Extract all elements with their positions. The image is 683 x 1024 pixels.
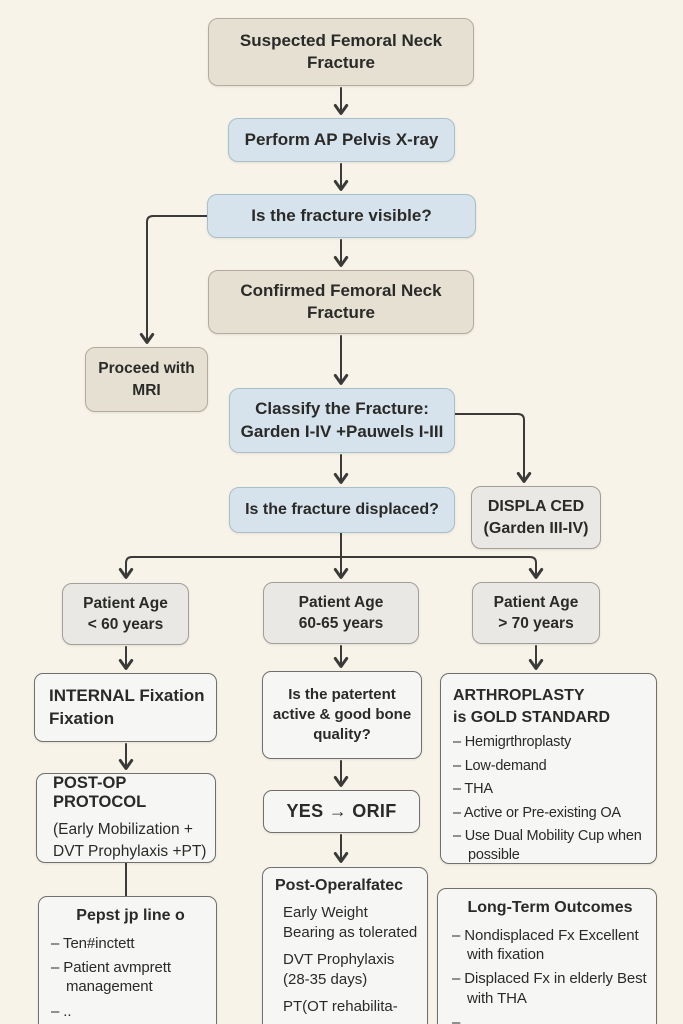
node-displaced-label: DISPLA CED (Garden III-IV) xyxy=(471,486,601,549)
node-label: Is the fracture displaced? xyxy=(245,501,439,519)
node-title: Pepst jp line o xyxy=(76,907,185,924)
node-label: MRI xyxy=(132,381,161,399)
node-label: Patient Age xyxy=(83,594,168,612)
node-title: ARTHROPLASTY xyxy=(453,687,585,704)
arrow-branch-to-age-under-60 xyxy=(118,556,342,579)
list-item: DVT Prophylaxis (28-35 days) xyxy=(283,951,395,988)
node-arthroplasty: ARTHROPLASTY is GOLD STANDARD – Hemigrth… xyxy=(440,673,657,864)
list-item: – xyxy=(452,1013,461,1024)
list-item: PT(OT rehabilita- xyxy=(283,998,398,1015)
node-label: 60-65 years xyxy=(298,615,384,632)
node-label: Is the fracture visible? xyxy=(251,205,432,225)
arrow-visible-to-mri xyxy=(139,215,208,344)
node-bone-quality-question: Is the patertent active & good bone qual… xyxy=(262,671,422,759)
node-internal-fixation: INTERNAL Fixation Fixation xyxy=(34,673,217,742)
node-label: Proceed with xyxy=(98,360,195,378)
node-label: > 70 years xyxy=(498,615,574,632)
node-title: Post-Operalfatec xyxy=(275,877,404,894)
list-item: – Nondisplaced Fx Excellent with fixatio… xyxy=(452,927,639,964)
node-proceed-mri: Proceed with MRI xyxy=(85,347,208,412)
node-title: Long-Term Outcomes xyxy=(467,899,633,916)
node-age-under-60: Patient Age < 60 years xyxy=(62,583,189,645)
node-fracture-visible: Is the fracture visible? xyxy=(207,194,476,238)
node-label: Fracture xyxy=(306,53,376,72)
node-long-term-outcomes: Long-Term Outcomes – Nondisplaced Fx Exc… xyxy=(437,888,657,1024)
node-label: DISPLA CED xyxy=(487,497,585,515)
list-item: – .. xyxy=(51,1002,72,1020)
node-label: INTERNAL Fixation xyxy=(49,686,205,706)
node-label: Fixation xyxy=(49,708,115,728)
node-label: active & good bone xyxy=(272,706,412,724)
node-label: Perform AP Pelvis X-ray xyxy=(244,129,439,149)
node-label: Fracture xyxy=(306,303,376,322)
node-age-60-65: Patient Age 60-65 years xyxy=(263,582,419,644)
node-label: DVT Prophylaxis +PT) xyxy=(53,842,207,860)
list-item: Early Weight Bearing as tolerated xyxy=(283,904,418,941)
node-confirmed-fracture: Confirmed Femoral Neck Fracture xyxy=(208,270,474,334)
node-postop-care: Post-Operalfatec Early Weight Bearing as… xyxy=(262,867,428,1024)
node-classify-fracture: Classify the Fracture: Garden I-IV +Pauw… xyxy=(229,388,455,453)
node-suspected-fracture: Suspected Femoral Neck Fracture xyxy=(208,18,474,86)
list-item: – Active or Pre-existing OA xyxy=(453,804,621,821)
node-label: YES → ORIF xyxy=(286,801,397,821)
node-fracture-displaced: Is the fracture displaced? xyxy=(229,487,455,533)
node-label: Is the patertent xyxy=(288,686,396,704)
list-item: – Use Dual Mobility Cup when possible xyxy=(453,828,642,863)
node-label: Classify the Fracture: xyxy=(255,399,429,419)
arrow-classify-to-displaced-label xyxy=(454,413,532,483)
list-item: – Patient avmprett management xyxy=(51,959,171,996)
node-perform-xray: Perform AP Pelvis X-ray xyxy=(228,118,455,162)
node-label: Suspected Femoral Neck xyxy=(239,30,443,50)
node-postop-protocol: POST-OP PROTOCOL (Early Mobilization + D… xyxy=(36,773,216,863)
node-label: Confirmed Femoral Neck xyxy=(240,280,442,300)
list-item: – Low-demand xyxy=(453,757,547,774)
list-item: – THA xyxy=(453,781,493,798)
arrow-branch-to-age-over-70 xyxy=(340,556,544,579)
node-yes-orif: YES → ORIF xyxy=(263,790,420,833)
list-item: – Ten#inctett xyxy=(51,935,135,952)
node-title: is GOLD STANDARD xyxy=(453,708,611,726)
list-item: – Hemigrthroplasty xyxy=(453,734,572,751)
node-label: Patient Age xyxy=(298,593,384,611)
list-item: – Displaced Fx in elderly Best with THA xyxy=(452,970,647,1007)
node-title: POST-OP PROTOCOL xyxy=(53,774,147,812)
node-post-line: Pepst jp line o – Ten#inctett – Patient … xyxy=(38,896,217,1024)
node-label: quality? xyxy=(313,725,371,743)
node-label: (Garden III-IV) xyxy=(483,519,589,537)
node-label: Patient Age xyxy=(493,593,579,611)
node-age-over-70: Patient Age > 70 years xyxy=(472,582,600,644)
node-label: Garden I-IV +Pauwels I-III xyxy=(240,421,444,441)
node-label: < 60 years xyxy=(87,616,164,633)
node-label: (Early Mobilization + xyxy=(53,821,193,839)
